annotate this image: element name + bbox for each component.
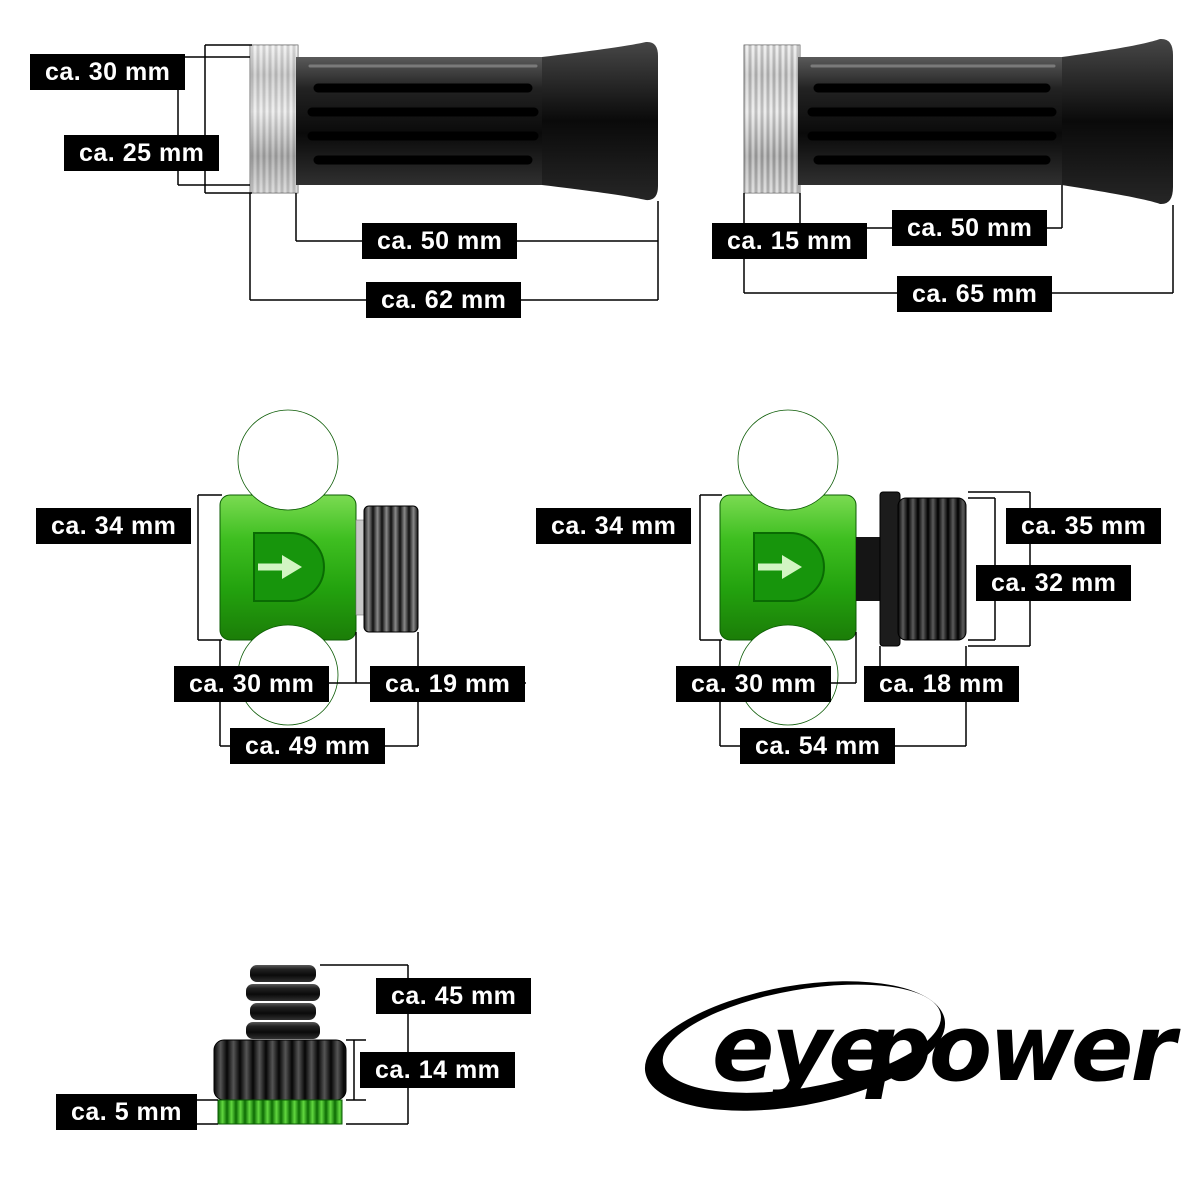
dim-label-nozzle-left-body-diameter: ca. 25 mm [64,135,220,171]
dim-label-connector-right-total-width: ca. 54 mm [740,728,896,764]
dim-label-connector-left-body-width: ca. 30 mm [174,666,330,702]
connector-left-ring [355,519,365,616]
adapter-green-ring [217,1099,343,1125]
nozzle-left-tip [542,41,658,201]
dim-label-connector-left-total-width: ca. 49 mm [230,728,386,764]
arrow-icon [258,555,302,579]
logo-text-power: power [865,995,1181,1102]
dim-label-connector-right-body-width: ca. 30 mm [676,666,832,702]
spray-nozzle-right-illustration [743,38,1173,205]
dim-label-connector-right-nut-diameter: ca. 32 mm [976,565,1132,601]
logo-text-eye: eye [712,995,888,1102]
dim-label-connector-left-height: ca. 34 mm [36,508,192,544]
connector-left-thread [363,505,419,633]
dim-label-connector-right-nut-width: ca. 18 mm [864,666,1020,702]
nozzle-left-grip [296,57,542,185]
dim-label-connector-right-nut-outer-diameter: ca. 35 mm [1006,508,1162,544]
dim-label-connector-left-thread-width: ca. 19 mm [370,666,526,702]
eyepower-logo: eye power [644,981,1184,1111]
dim-label-adapter-ring-height: ca. 5 mm [56,1094,198,1130]
connector-right-nut-flange [879,491,901,647]
dim-label-nozzle-right-total-length: ca. 65 mm [897,276,1053,312]
dim-label-nozzle-right-collar-width: ca. 15 mm [712,223,868,259]
dim-label-nozzle-left-outer-diameter: ca. 30 mm [30,54,186,90]
dim-label-connector-right-height: ca. 34 mm [536,508,692,544]
spray-nozzle-left-illustration [249,41,658,201]
adapter-hose-barb [246,965,320,1039]
logo-swoosh [644,981,946,1111]
nozzle-right-grip [798,57,1062,185]
nozzle-right-tip [1062,38,1173,205]
connector-right-neck [856,537,882,601]
adapter-knurled-ring [213,1039,347,1101]
connector-right-knurled-nut [897,497,967,641]
dim-label-nozzle-left-total-length: ca. 62 mm [366,282,522,318]
arrow-icon [758,555,802,579]
dim-label-adapter-total-height: ca. 45 mm [376,978,532,1014]
tap-adapter-illustration [213,965,347,1125]
dim-label-nozzle-right-grip-length: ca. 50 mm [892,210,1048,246]
dim-label-adapter-knurl-height: ca. 14 mm [360,1052,516,1088]
dim-label-nozzle-left-grip-length: ca. 50 mm [362,223,518,259]
